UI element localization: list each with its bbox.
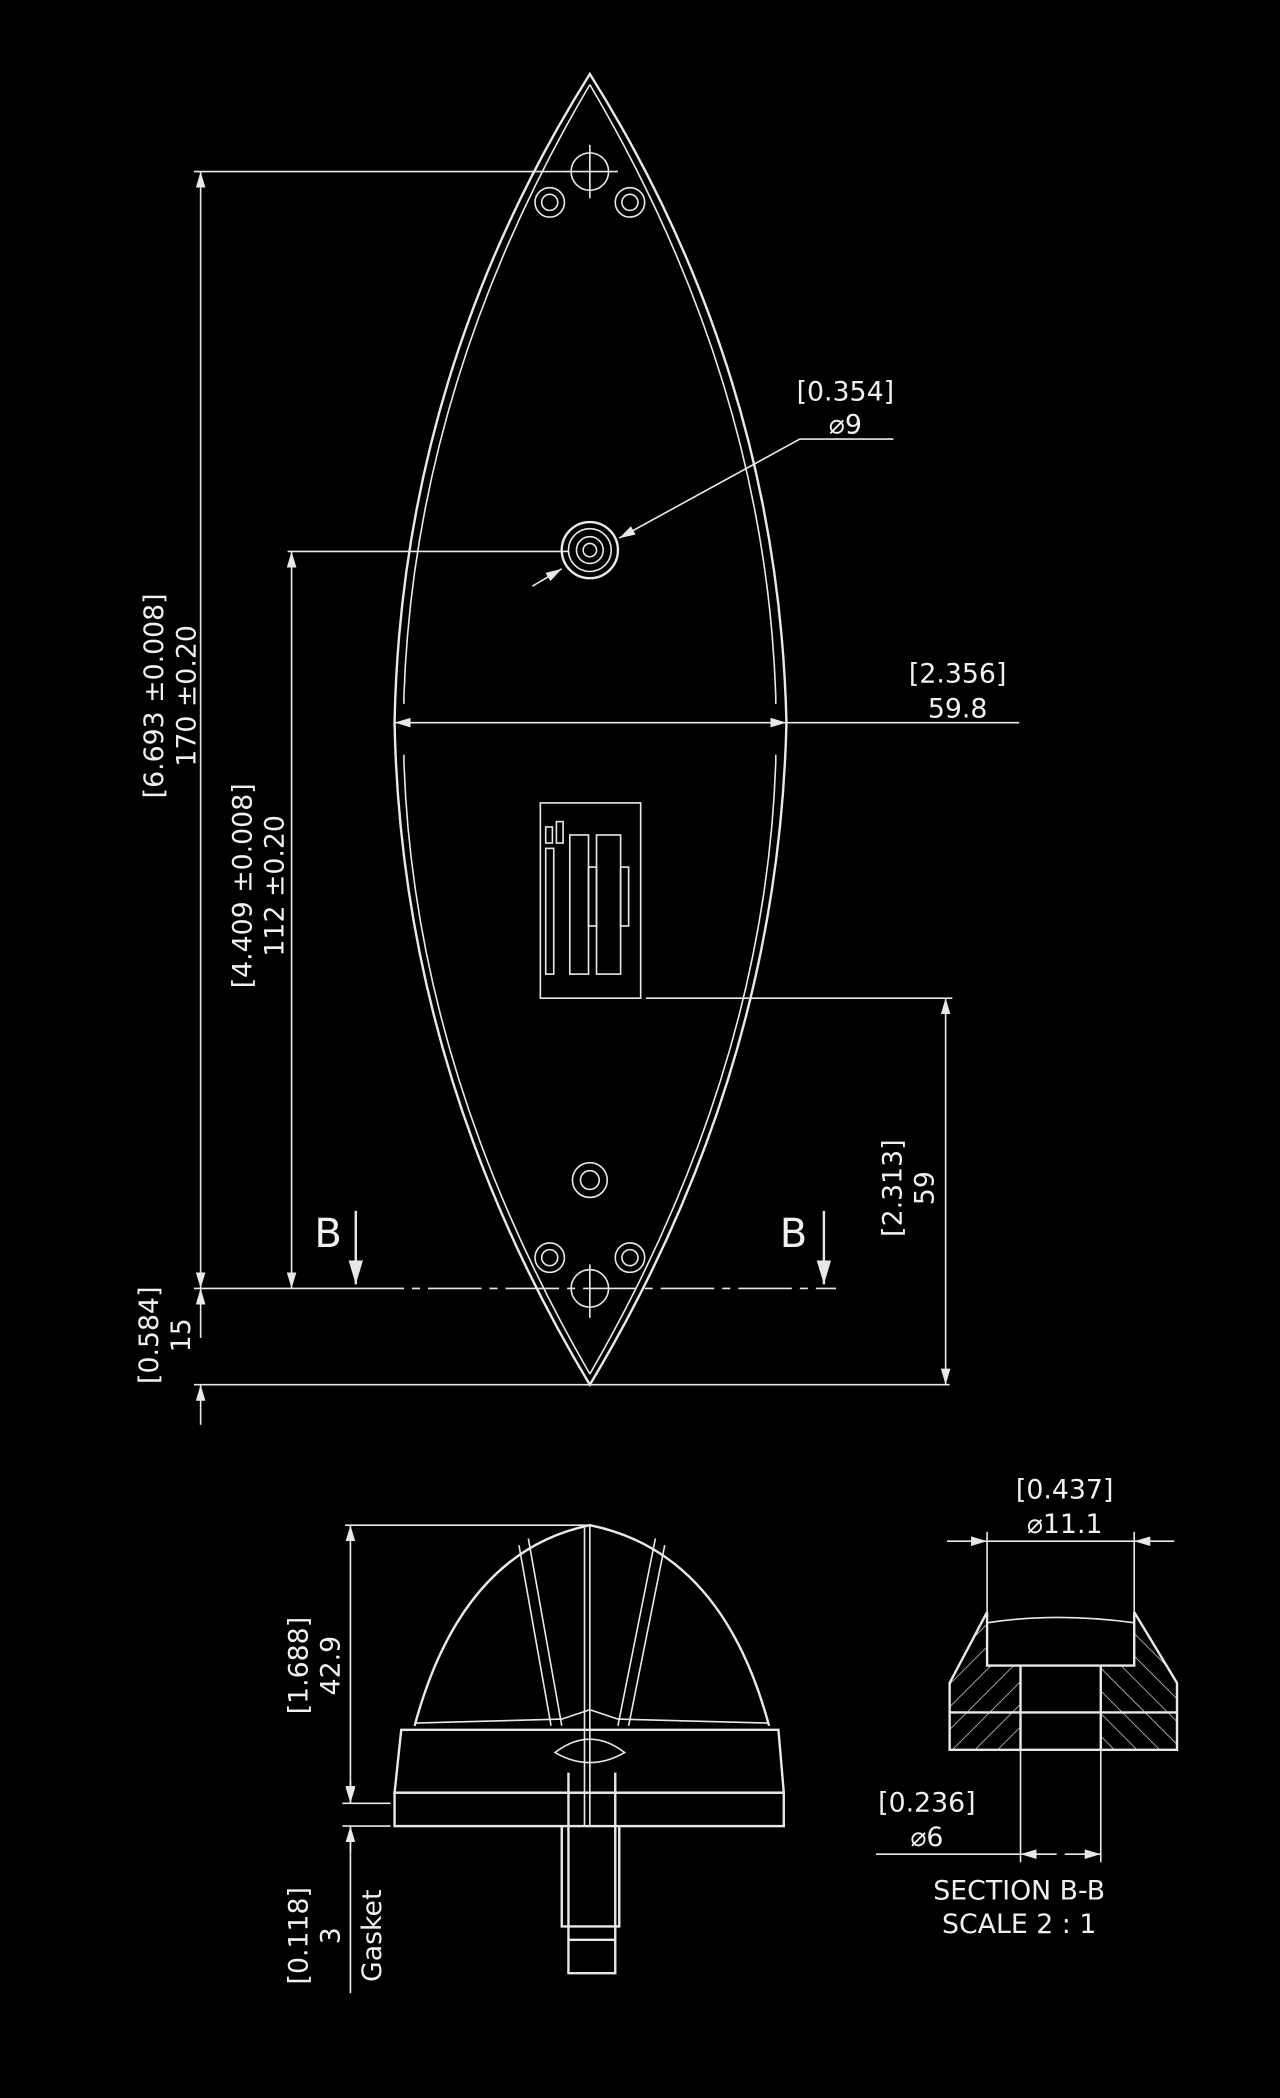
section-marker-right: B: [780, 1211, 808, 1257]
section-markers: B B: [314, 1210, 832, 1285]
hole-diameter-mm: ⌀9: [829, 410, 862, 441]
svg-text:[2.313]: [2.313]: [877, 1139, 908, 1236]
svg-text:42.9: 42.9: [316, 1636, 347, 1696]
body-outline: [393, 71, 788, 1388]
hole-diameter-inch: [0.354]: [797, 376, 894, 407]
stem: [560, 1772, 621, 1975]
connector-hole: [560, 520, 620, 580]
svg-text:[0.584]: [0.584]: [134, 1287, 165, 1384]
section-marker-left: B: [314, 1211, 342, 1257]
width-mm: 59.8: [928, 693, 988, 724]
section-inner-inch: [0.236]: [878, 1787, 975, 1818]
overall-length-dim: [6.693 ±0.008] 170 ±0.20: [139, 593, 202, 798]
svg-text:[4.409 ±0.008]: [4.409 ±0.008]: [227, 783, 258, 988]
dome-outline: [413, 1523, 771, 1727]
bottom-offset-dim: [0.584] 15: [134, 1287, 197, 1384]
width-inch: [2.356]: [909, 659, 1006, 690]
component-offset-dim: [2.313] 59: [877, 1139, 940, 1236]
gasket-dim: [0.118] 3: [284, 1887, 347, 1984]
electronic-component: [539, 802, 642, 999]
body-inner-outline: [403, 84, 777, 1375]
side-view: [1.688] 42.9 [0.118] 3 Gasket: [284, 1523, 786, 1994]
svg-text:[0.118]: [0.118]: [284, 1887, 315, 1984]
mounting-holes: [534, 144, 646, 1318]
svg-text:59: 59: [910, 1171, 941, 1205]
svg-text:15: 15: [166, 1318, 197, 1352]
hole-position-dim: [4.409 ±0.008] 112 ±0.20: [227, 783, 290, 988]
section-outer-inch: [0.437]: [1016, 1474, 1113, 1505]
top-view: B B [6.693 ±0.008] 170 ±0.20 [4.409 ±0.0…: [134, 71, 1020, 1425]
dimension-lines: [193, 170, 1020, 1425]
svg-text:[1.688]: [1.688]: [284, 1617, 315, 1714]
section-outer-mm: ⌀11.1: [1027, 1509, 1103, 1540]
svg-text:170 ±0.20: 170 ±0.20: [171, 625, 202, 767]
svg-text:[6.693 ±0.008]: [6.693 ±0.008]: [139, 593, 170, 798]
section-title: SECTION B-B: [933, 1876, 1105, 1907]
gasket: [393, 1791, 785, 1828]
svg-text:112 ±0.20: 112 ±0.20: [260, 815, 291, 957]
svg-text:Gasket: Gasket: [357, 1889, 388, 1982]
section-inner-mm: ⌀6: [910, 1822, 943, 1853]
gasket-label: Gasket: [357, 1889, 388, 1982]
section-b-b: [0.437] ⌀11.1 [0.236] ⌀6 SECTION B-B SCA…: [876, 1474, 1179, 1940]
height-dim: [1.688] 42.9: [284, 1617, 347, 1714]
section-scale: SCALE 2 : 1: [942, 1909, 1096, 1940]
svg-text:3: 3: [316, 1927, 347, 1944]
